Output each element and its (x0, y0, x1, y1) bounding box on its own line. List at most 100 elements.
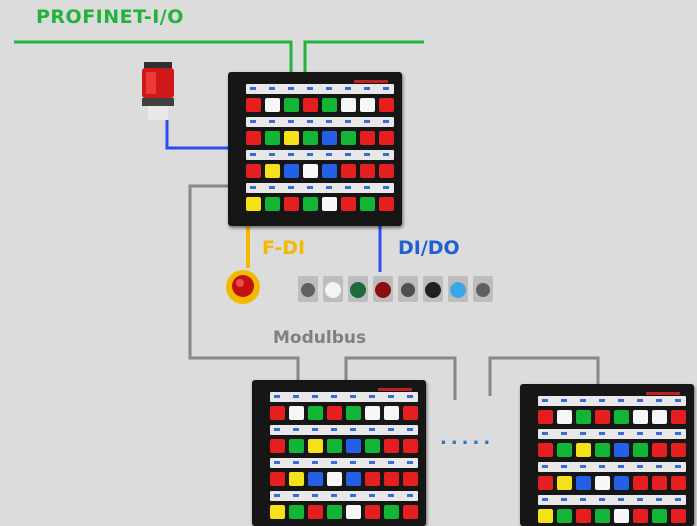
panel-key[interactable] (270, 406, 285, 420)
panel-key[interactable] (652, 509, 667, 523)
panel-key[interactable] (538, 443, 553, 457)
panel-key[interactable] (346, 505, 361, 519)
panel-key[interactable] (284, 164, 299, 178)
panel-key[interactable] (614, 410, 629, 424)
panel-key[interactable] (379, 98, 394, 112)
panel-key[interactable] (633, 410, 648, 424)
panel-key[interactable] (652, 443, 667, 457)
panel-key[interactable] (322, 164, 337, 178)
panel-key[interactable] (652, 410, 667, 424)
panel-key[interactable] (365, 406, 380, 420)
panel-key[interactable] (557, 443, 572, 457)
panel-key[interactable] (403, 439, 418, 453)
panel-key[interactable] (303, 98, 318, 112)
panel-key[interactable] (595, 476, 610, 490)
panel-key[interactable] (303, 131, 318, 145)
panel-key[interactable] (671, 509, 686, 523)
panel-key[interactable] (270, 505, 285, 519)
panel-key[interactable] (270, 439, 285, 453)
panel-key[interactable] (360, 98, 375, 112)
panel-key[interactable] (633, 509, 648, 523)
panel-key[interactable] (341, 131, 356, 145)
panel-key[interactable] (365, 505, 380, 519)
panel-key[interactable] (633, 443, 648, 457)
panel-key[interactable] (360, 197, 375, 211)
panel-key[interactable] (284, 131, 299, 145)
panel-key[interactable] (327, 505, 342, 519)
panel-key[interactable] (403, 505, 418, 519)
panel-key[interactable] (538, 509, 553, 523)
panel-key[interactable] (384, 439, 399, 453)
panel-key[interactable] (346, 472, 361, 486)
panel-key[interactable] (557, 509, 572, 523)
panel-key[interactable] (303, 164, 318, 178)
panel-key[interactable] (614, 476, 629, 490)
panel-key[interactable] (322, 197, 337, 211)
panel-key[interactable] (284, 197, 299, 211)
panel-key[interactable] (379, 197, 394, 211)
arrow-icon (274, 494, 280, 497)
panel-key[interactable] (633, 476, 648, 490)
panel-key[interactable] (327, 406, 342, 420)
panel-key[interactable] (379, 164, 394, 178)
panel-key[interactable] (671, 443, 686, 457)
panel-key[interactable] (576, 476, 591, 490)
panel-key[interactable] (289, 439, 304, 453)
panel-key[interactable] (265, 131, 280, 145)
panel-key[interactable] (341, 197, 356, 211)
panel-key[interactable] (246, 131, 261, 145)
dido-label: DI/DO (398, 237, 460, 259)
panel-key[interactable] (265, 164, 280, 178)
panel-key[interactable] (346, 439, 361, 453)
panel-key[interactable] (384, 505, 399, 519)
panel-key[interactable] (246, 164, 261, 178)
panel-key[interactable] (341, 164, 356, 178)
panel-key[interactable] (322, 131, 337, 145)
panel-key[interactable] (289, 472, 304, 486)
panel-key[interactable] (289, 505, 304, 519)
panel-key[interactable] (360, 131, 375, 145)
panel-key[interactable] (308, 406, 323, 420)
panel-key[interactable] (595, 410, 610, 424)
panel-key[interactable] (265, 197, 280, 211)
panel-key[interactable] (246, 98, 261, 112)
panel-key[interactable] (265, 98, 280, 112)
panel-key[interactable] (322, 98, 337, 112)
panel-key[interactable] (538, 476, 553, 490)
panel-key[interactable] (365, 472, 380, 486)
panel-key[interactable] (403, 406, 418, 420)
panel-key[interactable] (538, 410, 553, 424)
panel-key[interactable] (557, 476, 572, 490)
panel-key[interactable] (379, 131, 394, 145)
panel-key[interactable] (284, 98, 299, 112)
panel-key[interactable] (652, 476, 667, 490)
panel-key[interactable] (595, 509, 610, 523)
panel-key[interactable] (327, 472, 342, 486)
panel-key[interactable] (303, 197, 318, 211)
panel-key[interactable] (403, 472, 418, 486)
panel-key[interactable] (308, 505, 323, 519)
panel-key[interactable] (308, 472, 323, 486)
panel-key[interactable] (384, 472, 399, 486)
panel-key[interactable] (671, 410, 686, 424)
key-label-strip (246, 84, 394, 94)
panel-key[interactable] (595, 443, 610, 457)
panel-key[interactable] (576, 443, 591, 457)
panel-key[interactable] (384, 406, 399, 420)
panel-key[interactable] (327, 439, 342, 453)
panel-key[interactable] (246, 197, 261, 211)
panel-key[interactable] (308, 439, 323, 453)
panel-key[interactable] (614, 509, 629, 523)
panel-key[interactable] (270, 472, 285, 486)
panel-key[interactable] (365, 439, 380, 453)
panel-key[interactable] (576, 410, 591, 424)
panel-key[interactable] (360, 164, 375, 178)
panel-key[interactable] (346, 406, 361, 420)
panel-key[interactable] (341, 98, 356, 112)
key-label-strip (270, 491, 418, 501)
panel-key[interactable] (289, 406, 304, 420)
panel-key[interactable] (557, 410, 572, 424)
panel-key[interactable] (576, 509, 591, 523)
panel-key[interactable] (614, 443, 629, 457)
panel-key[interactable] (671, 476, 686, 490)
